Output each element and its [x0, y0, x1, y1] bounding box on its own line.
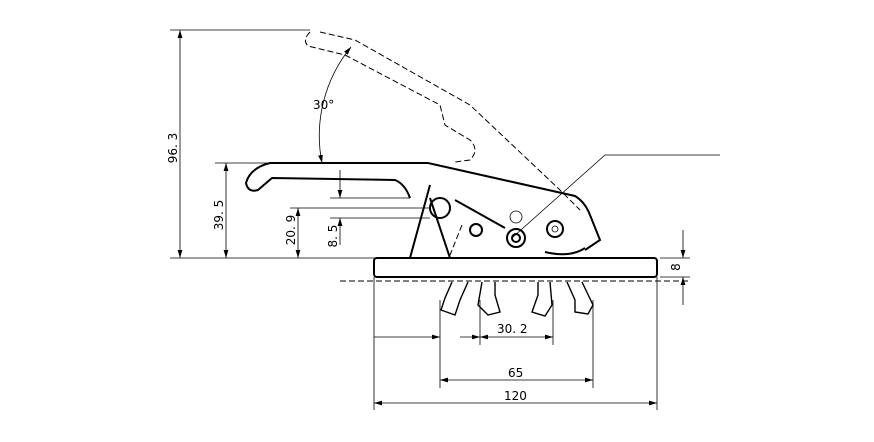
dimension-lines: [177, 30, 720, 406]
dim-base-length: 120: [504, 389, 527, 403]
dim-total-height: 96. 3: [166, 133, 180, 164]
dim-foot-span: 65: [508, 366, 523, 380]
dim-stroke: 8. 5: [326, 225, 340, 248]
dim-pivot-height: 20. 9: [284, 215, 298, 246]
dim-angle: 30°: [313, 98, 334, 112]
extension-lines: [170, 29, 690, 410]
dim-hole-spacing: 30. 2: [497, 322, 528, 336]
dim-lever-height: 39. 5: [212, 200, 226, 231]
dim-base-thickness: 8: [669, 263, 683, 271]
latch-body: [244, 31, 690, 317]
